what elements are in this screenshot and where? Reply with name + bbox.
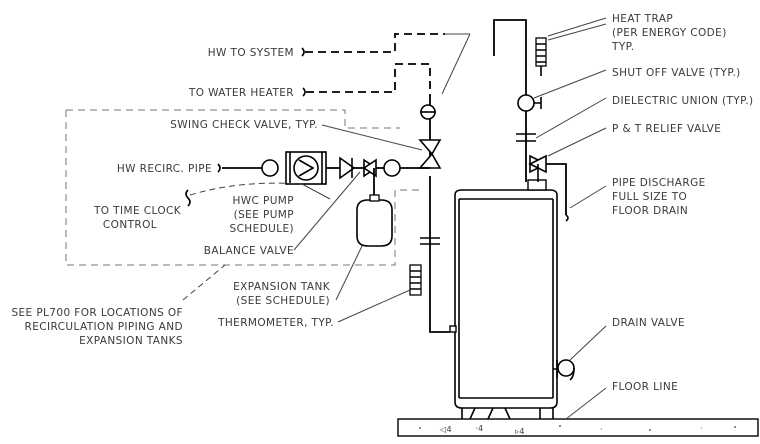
label-hw-to-system: HW TO SYSTEM <box>208 47 294 59</box>
floor-slab: ◁4 ·4 ▹4 · · <box>397 418 759 437</box>
label-expansion-tank-1: EXPANSION TANK <box>233 281 331 293</box>
label-heat-trap-1: HEAT TRAP <box>612 13 673 25</box>
label-thermometer: THERMOMETER, TYP. <box>217 317 334 329</box>
svg-text:·4: ·4 <box>475 424 483 433</box>
label-hwc-pump-1: HWC PUMP <box>232 195 294 207</box>
drain-valve <box>553 359 575 381</box>
svg-text:·: · <box>700 424 703 433</box>
time-clock-wire <box>189 182 301 196</box>
expansion-tank <box>356 194 393 247</box>
label-heat-trap-2: (PER ENERGY CODE) <box>612 27 727 39</box>
label-see-pl700-3: EXPANSION TANKS <box>79 335 183 347</box>
label-expansion-tank-2: (SEE SCHEDULE) <box>236 295 330 307</box>
label-swing-check: SWING CHECK VALVE, TYP. <box>170 119 318 131</box>
label-floor-line: FLOOR LINE <box>612 381 678 393</box>
label-hwc-pump-3: SCHEDULE) <box>230 223 294 235</box>
label-see-pl700-2: RECIRCULATION PIPING AND <box>25 321 183 333</box>
hot-water-riser <box>301 33 450 333</box>
svg-text:▹4: ▹4 <box>515 427 525 436</box>
label-shut-off: SHUT OFF VALVE (TYP.) <box>612 67 741 79</box>
label-heat-trap-3: TYP. <box>611 41 634 53</box>
label-hwc-pump-2: (SEE PUMP <box>234 209 294 221</box>
svg-text:◁4: ◁4 <box>439 425 452 434</box>
label-hw-recirc: HW RECIRC. PIPE <box>117 163 212 175</box>
label-pipe-discharge-2: FULL SIZE TO <box>612 191 687 203</box>
recirc-line <box>217 151 401 195</box>
leader-lines <box>182 17 607 420</box>
label-see-pl700-1: SEE PL700 FOR LOCATIONS OF <box>11 307 183 319</box>
recirculation-boundary <box>65 109 420 266</box>
label-pt-relief: P & T RELIEF VALVE <box>612 123 721 135</box>
label-time-clock-1: TO TIME CLOCK <box>93 205 182 217</box>
label-pipe-discharge-3: FLOOR DRAIN <box>612 205 688 217</box>
cold-inlet-riser <box>493 19 569 222</box>
label-balance-valve: BALANCE VALVE <box>204 245 294 257</box>
labels: HEAT TRAP (PER ENERGY CODE) TYP. SHUT OF… <box>11 13 753 393</box>
svg-text:·: · <box>600 425 603 434</box>
label-drain-valve: DRAIN VALVE <box>612 317 685 329</box>
water-heater-tank <box>449 179 558 420</box>
label-dielectric: DIELECTRIC UNION (TYP.) <box>612 95 753 107</box>
label-to-water-heater: TO WATER HEATER <box>188 87 294 99</box>
label-pipe-discharge-1: PIPE DISCHARGE <box>612 177 706 189</box>
label-time-clock-2: CONTROL <box>103 219 157 231</box>
